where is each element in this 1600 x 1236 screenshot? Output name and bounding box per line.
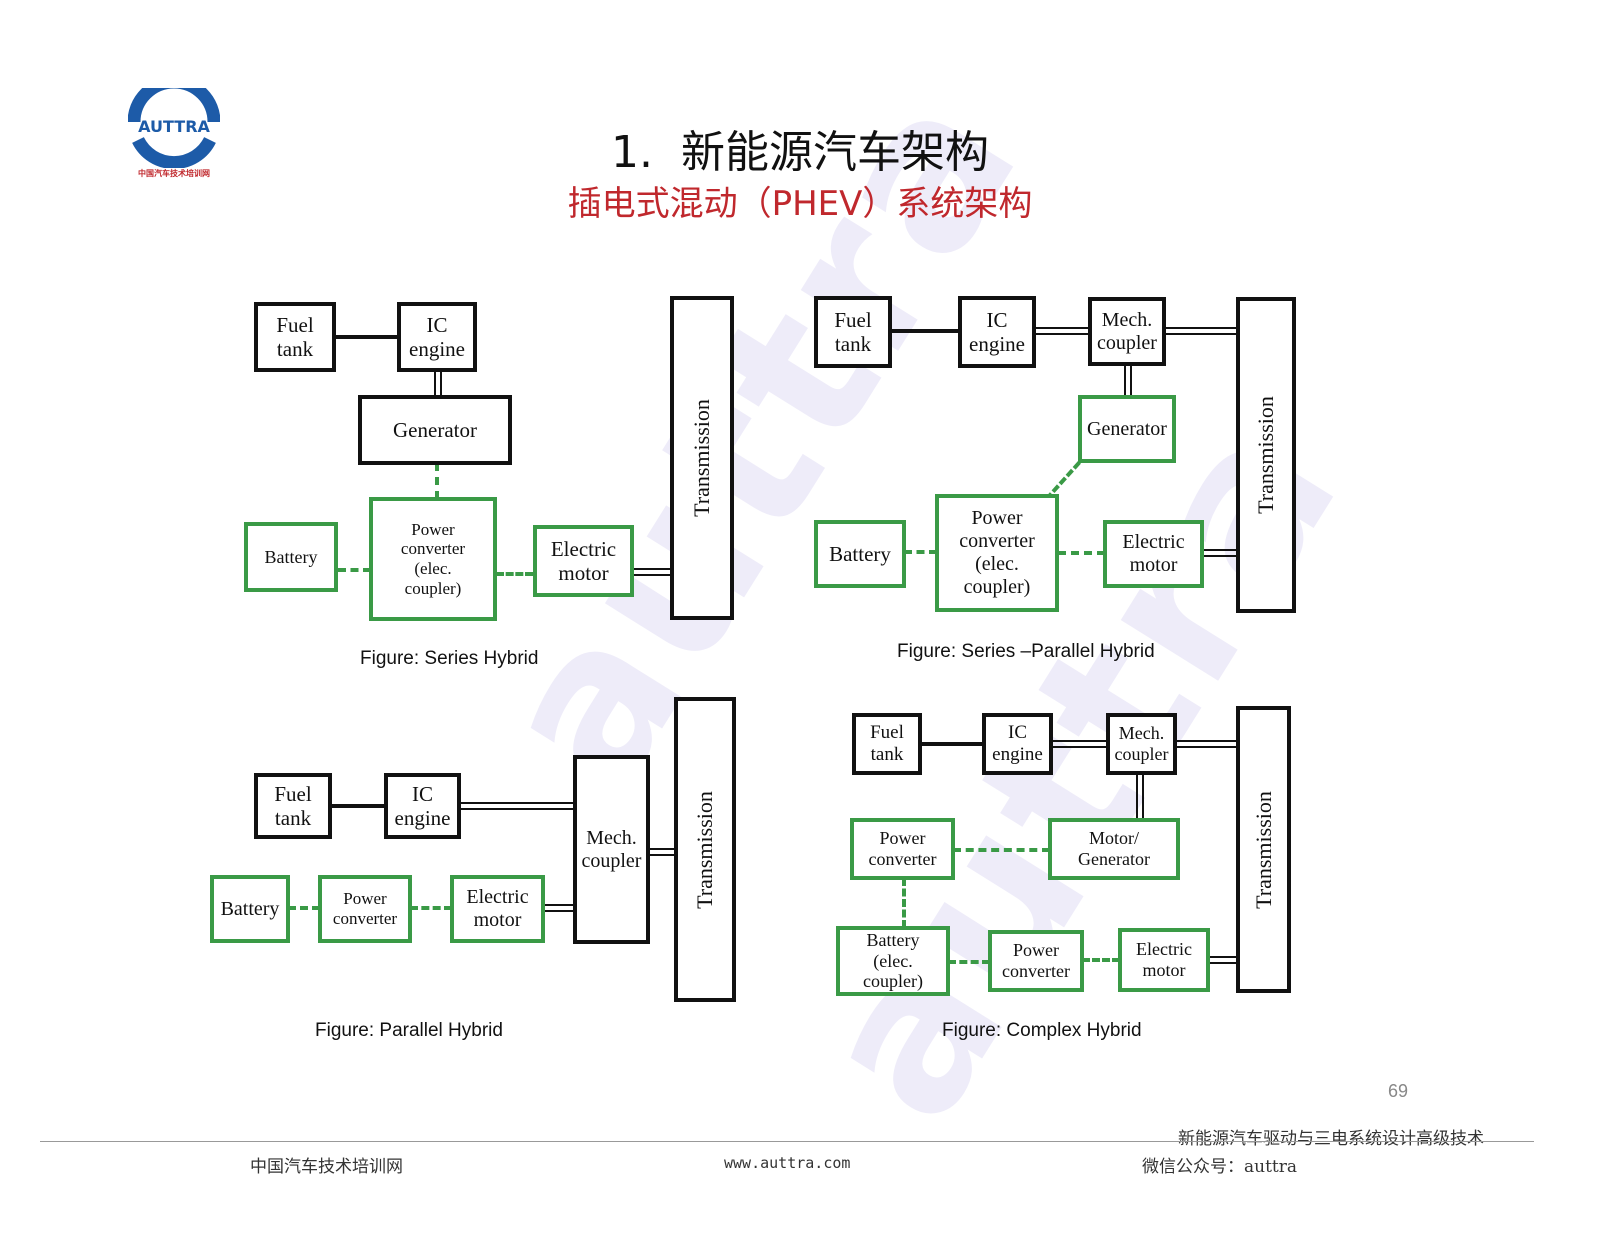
complex-ic-engine: IC engine	[982, 713, 1053, 775]
sp-electric-motor: Electric motor	[1103, 520, 1204, 588]
complex-caption: Figure: Complex Hybrid	[942, 1020, 1142, 1041]
parallel-fuel-tank: Fuel tank	[254, 773, 332, 839]
complex-fuel-tank: Fuel tank	[852, 713, 922, 775]
complex-transmission: Transmission	[1236, 706, 1291, 993]
series-fuel-tank: Fuel tank	[254, 302, 336, 372]
complex-power-converter-top: Power converter	[850, 818, 955, 880]
parallel-mech-coupler: Mech. coupler	[573, 755, 650, 944]
series-battery: Battery	[244, 522, 338, 592]
footer-divider	[40, 1141, 1534, 1142]
complex-power-converter-bottom: Power converter	[988, 930, 1084, 992]
complex-battery: Battery (elec. coupler)	[836, 926, 950, 996]
sp-fuel-tank: Fuel tank	[814, 296, 892, 368]
sp-generator: Generator	[1078, 395, 1176, 463]
complex-mech-coupler: Mech. coupler	[1106, 713, 1177, 775]
page-number: 69	[1388, 1081, 1409, 1101]
footer-right: 微信公众号：auttra	[1142, 1157, 1298, 1177]
parallel-ic-engine: IC engine	[384, 773, 461, 839]
sp-mech-coupler: Mech. coupler	[1088, 297, 1166, 366]
course-title: 新能源汽车驱动与三电系统设计高级技术	[1178, 1129, 1484, 1149]
sp-power-converter: Power converter (elec. coupler)	[935, 494, 1059, 612]
parallel-power-converter: Power converter	[318, 875, 412, 943]
sp-battery: Battery	[814, 520, 906, 588]
complex-electric-motor: Electric motor	[1118, 928, 1210, 992]
footer-left: 中国汽车技术培训网	[250, 1157, 403, 1177]
sp-transmission: Transmission	[1236, 297, 1296, 613]
series-power-converter: Power converter (elec. coupler)	[369, 497, 497, 621]
parallel-battery: Battery	[210, 875, 290, 943]
sp-ic-engine: IC engine	[958, 296, 1036, 368]
series-transmission: Transmission	[670, 296, 734, 620]
logo-text: AUTTRA	[138, 117, 210, 136]
footer-website-link[interactable]: www.auttra.com	[724, 1154, 851, 1172]
parallel-transmission: Transmission	[674, 697, 736, 1002]
series-electric-motor: Electric motor	[533, 525, 634, 597]
complex-motor-generator: Motor/ Generator	[1048, 818, 1180, 880]
series-ic-engine: IC engine	[397, 302, 477, 372]
page-subtitle: 插电式混动（PHEV）系统架构	[567, 184, 1033, 224]
series-generator: Generator	[358, 395, 512, 465]
parallel-caption: Figure: Parallel Hybrid	[315, 1020, 503, 1041]
page-title: 1. 新能源汽车架构	[611, 127, 989, 178]
parallel-electric-motor: Electric motor	[450, 875, 545, 943]
sp-caption: Figure: Series –Parallel Hybrid	[897, 641, 1155, 662]
logo-subtext: 中国汽车技术培训网	[138, 169, 210, 178]
series-caption: Figure: Series Hybrid	[360, 648, 539, 669]
